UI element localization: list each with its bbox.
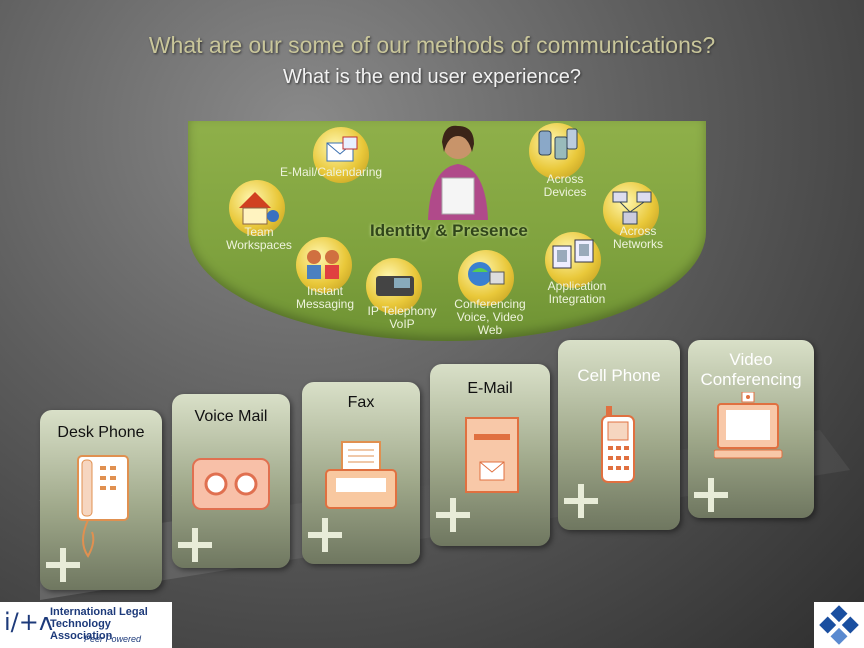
user-avatar <box>428 125 488 220</box>
cell-phone-icon <box>601 406 635 483</box>
fax-icon <box>325 441 397 509</box>
label-email-calendaring: E-Mail/Calendaring <box>280 165 383 179</box>
network-icon <box>603 182 659 238</box>
email-calendar-icon <box>313 127 369 183</box>
identity-presence-label: Identity & Presence <box>370 221 528 240</box>
mobile-devices-icon <box>529 123 585 179</box>
device-cell-phone[interactable]: Cell Phone <box>558 340 680 530</box>
ip-phone-icon <box>366 258 422 314</box>
corner-logo <box>814 602 864 648</box>
add-icon <box>46 548 80 582</box>
add-icon <box>694 478 728 512</box>
desk-phone-label: Desk Phone <box>57 424 145 441</box>
instant-messaging-icon <box>296 237 352 293</box>
add-icon <box>308 518 342 552</box>
cell-phone-label: Cell Phone <box>577 366 661 385</box>
fax-label: Fax <box>347 394 375 411</box>
page-title: What are our some of our methods of comm… <box>148 32 716 58</box>
device-email[interactable]: E-Mail <box>430 364 550 546</box>
application-integration-icon <box>545 232 601 288</box>
add-icon <box>436 498 470 532</box>
email-device-icon <box>465 417 519 493</box>
device-desk-phone[interactable]: Desk Phone <box>40 410 162 590</box>
device-fax[interactable]: Fax <box>302 382 420 564</box>
video-conference-icon <box>714 392 783 459</box>
voice-mail-label: Voice Mail <box>194 408 268 425</box>
page-subtitle: What is the end user experience? <box>283 66 581 88</box>
voicemail-icon <box>192 458 270 510</box>
add-icon <box>178 528 212 562</box>
conferencing-icon <box>458 250 514 306</box>
desk-phone-icon <box>77 455 129 558</box>
add-icon <box>564 484 598 518</box>
email-label: E-Mail <box>467 380 513 397</box>
team-workspace-icon <box>229 180 285 236</box>
device-voice-mail[interactable]: Voice Mail <box>172 394 290 568</box>
